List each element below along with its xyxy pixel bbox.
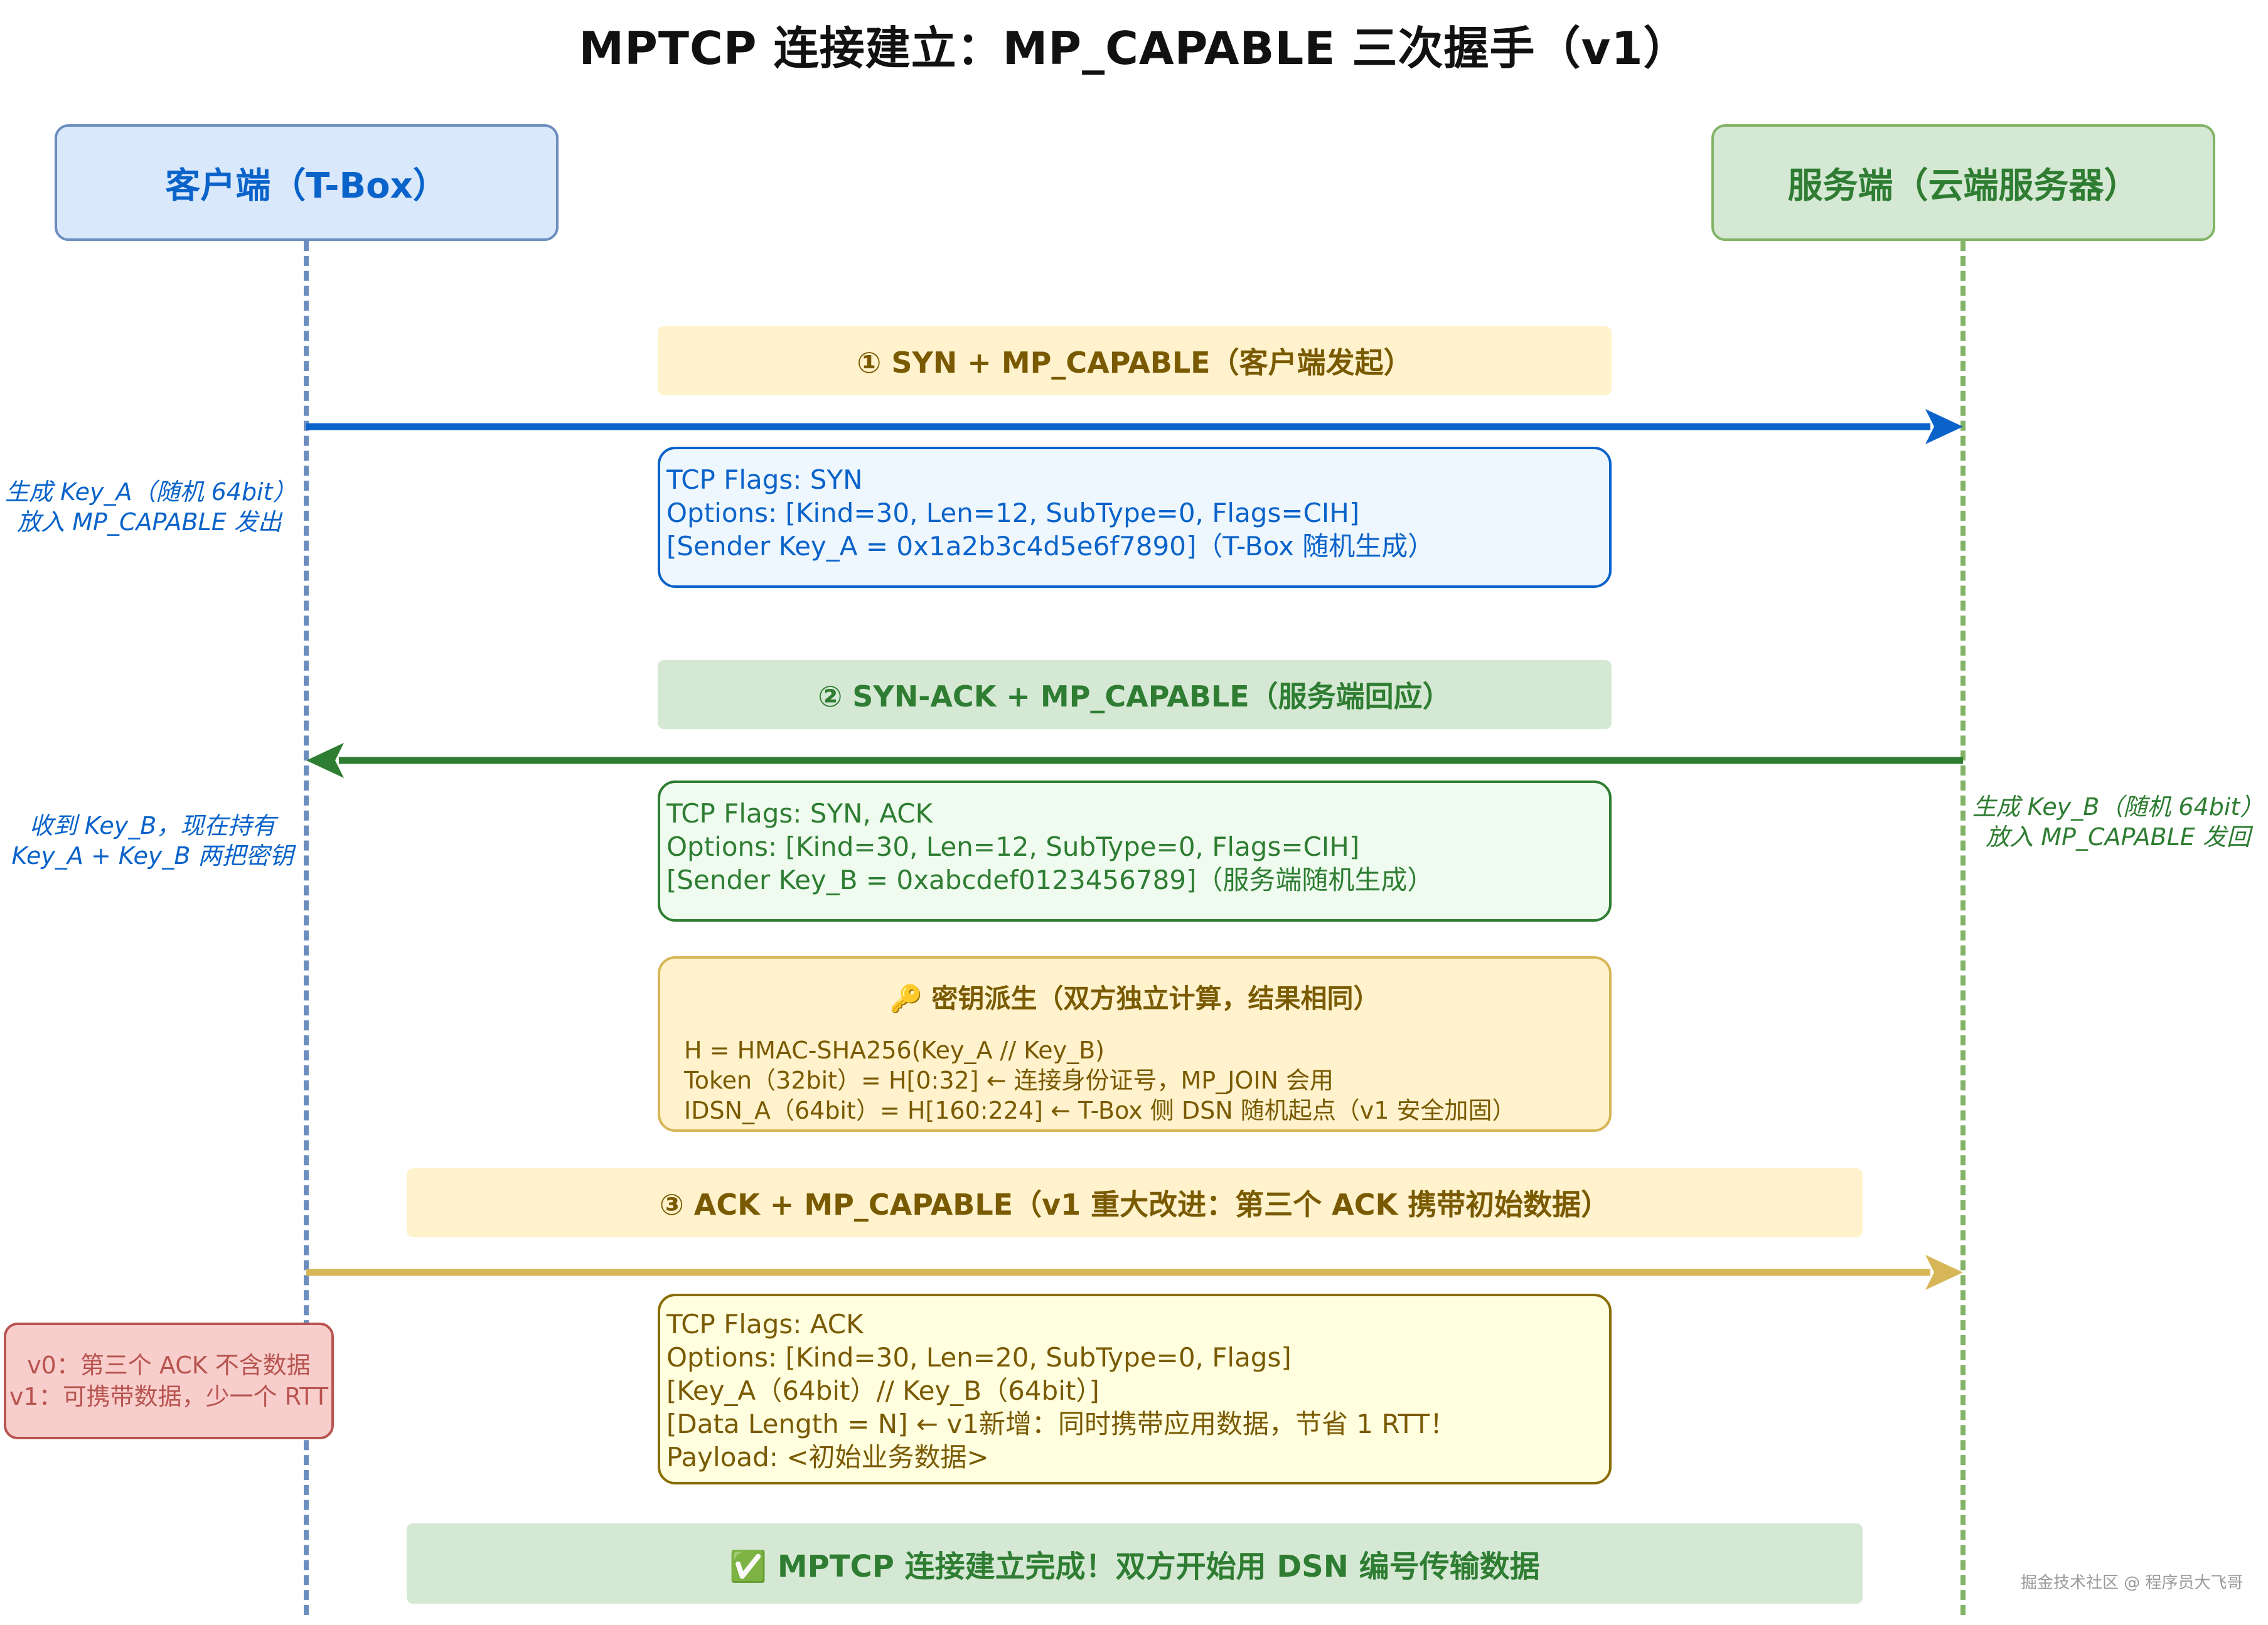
client-keyb-note-line: 收到 Key_B，现在持有 xyxy=(29,812,276,839)
ack-arrow-head xyxy=(1925,1255,1963,1290)
step3-line: [Data Length = N] ← v1新增：同时携带应用数据，节省 1 R… xyxy=(666,1409,1457,1439)
step3-line: [Key_A（64bit）// Key_B（64bit）] xyxy=(666,1375,1099,1406)
server-lifeline xyxy=(1960,241,1966,1615)
completion-banner: ✅ MPTCP 连接建立完成！双方开始用 DSN 编号传输数据 xyxy=(407,1523,1863,1604)
step2-banner-text: ② SYN-ACK + MP_CAPABLE（服务端回应） xyxy=(818,679,1452,713)
client-actor-label: 客户端（T-Box） xyxy=(165,165,448,206)
client-keya-note-line: 生成 Key_A（随机 64bit） xyxy=(5,478,297,506)
server-actor-box: 服务端（云端服务器） xyxy=(1711,124,2215,241)
key-derivation-line: H = HMAC-SHA256(Key_A // Key_B) xyxy=(684,1036,1105,1064)
server-keyb-note-line: 放入 MP_CAPABLE 发回 xyxy=(1986,823,2250,851)
client-keya-note-line: 放入 MP_CAPABLE 发出 xyxy=(17,508,282,536)
step3-packet-box: TCP Flags: ACK Options: [Kind=30, Len=20… xyxy=(658,1294,1612,1484)
server-keyb-note: 生成 Key_B（随机 64bit） 放入 MP_CAPABLE 发回 xyxy=(1971,792,2265,852)
step1-banner: ① SYN + MP_CAPABLE（客户端发起） xyxy=(658,326,1612,395)
step3-line: TCP Flags: ACK xyxy=(666,1309,864,1340)
step1-line: [Sender Key_A = 0x1a2b3c4d5e6f7890]（T-Bo… xyxy=(666,531,1435,562)
step3-banner-text: ③ ACK + MP_CAPABLE（v1 重大改进：第三个 ACK 携带初始数… xyxy=(659,1188,1610,1222)
watermark: 掘金技术社区 @ 程序员大飞哥 xyxy=(2021,1574,2244,1592)
completion-text: ✅ MPTCP 连接建立完成！双方开始用 DSN 编号传输数据 xyxy=(729,1549,1540,1584)
client-lifeline xyxy=(304,241,309,1615)
version-compare-line: v1：可携带数据，少一个 RTT xyxy=(9,1383,329,1410)
server-keyb-note-line: 生成 Key_B（随机 64bit） xyxy=(1972,793,2264,821)
step2-line: [Sender Key_B = 0xabcdef0123456789]（服务端随… xyxy=(666,865,1434,895)
client-actor-box: 客户端（T-Box） xyxy=(55,124,559,241)
step1-line: Options: [Kind=30, Len=12, SubType=0, Fl… xyxy=(666,498,1360,528)
step2-banner: ② SYN-ACK + MP_CAPABLE（服务端回应） xyxy=(658,660,1612,729)
step2-line: TCP Flags: SYN, ACK xyxy=(666,798,933,829)
key-derivation-box: 🔑 密钥派生（双方独立计算，结果相同） H = HMAC-SHA256(Key_… xyxy=(658,956,1612,1132)
version-compare-line: v0：第三个 ACK 不含数据 xyxy=(27,1351,311,1379)
step1-packet-box: TCP Flags: SYN Options: [Kind=30, Len=12… xyxy=(658,447,1612,588)
client-keyb-note-line: Key_A + Key_B 两把密钥 xyxy=(11,842,294,870)
step2-line: Options: [Kind=30, Len=12, SubType=0, Fl… xyxy=(666,831,1360,862)
step3-banner: ③ ACK + MP_CAPABLE（v1 重大改进：第三个 ACK 携带初始数… xyxy=(407,1168,1863,1237)
step3-line: Payload: <初始业务数据> xyxy=(666,1442,989,1473)
synack-arrow-head xyxy=(306,743,344,778)
client-keyb-note: 收到 Key_B，现在持有 Key_A + Key_B 两把密钥 xyxy=(5,811,300,871)
key-derivation-line: IDSN_A（64bit）= H[160:224] ← T-Box 侧 DSN … xyxy=(684,1097,1516,1124)
server-actor-label: 服务端（云端服务器） xyxy=(1787,165,2139,206)
client-keya-note: 生成 Key_A（随机 64bit） 放入 MP_CAPABLE 发出 xyxy=(5,477,297,537)
version-compare-note: v0：第三个 ACK 不含数据 v1：可携带数据，少一个 RTT xyxy=(4,1323,334,1439)
syn-arrow-head xyxy=(1925,409,1963,444)
key-derivation-line: Token（32bit）= H[0:32] ← 连接身份证号，MP_JOIN 会… xyxy=(684,1067,1334,1094)
diagram-title: MPTCP 连接建立：MP_CAPABLE 三次握手（v1） xyxy=(579,22,1689,75)
step1-line: TCP Flags: SYN xyxy=(666,464,863,495)
step3-line: Options: [Kind=30, Len=20, SubType=0, Fl… xyxy=(666,1342,1292,1373)
step2-packet-box: TCP Flags: SYN, ACK Options: [Kind=30, L… xyxy=(658,781,1612,922)
key-derivation-title: 🔑 密钥派生（双方独立计算，结果相同） xyxy=(889,983,1380,1014)
step1-banner-text: ① SYN + MP_CAPABLE（客户端发起） xyxy=(857,346,1413,380)
